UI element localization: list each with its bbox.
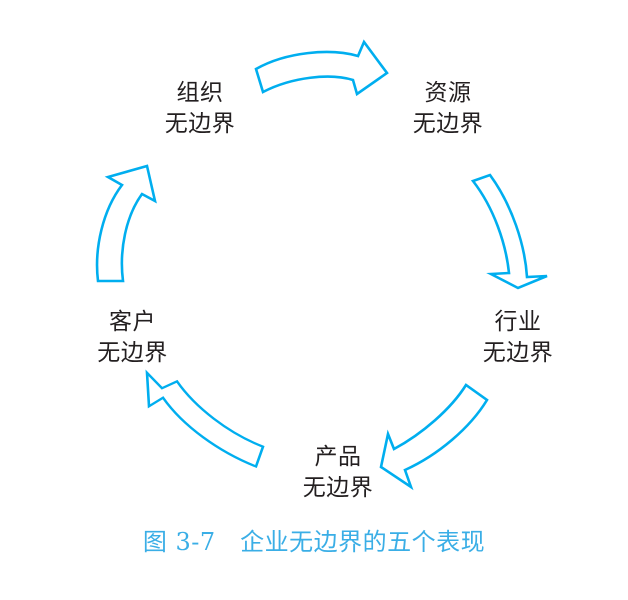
node-organization-line2: 无边界 xyxy=(164,110,236,137)
arrow-product-to-customer-icon xyxy=(145,369,265,469)
node-label-resource: 资源 无边界 xyxy=(368,78,528,139)
arrow-organization-to-resource-icon xyxy=(254,39,389,97)
arrow-industry-to-product-icon xyxy=(379,383,489,491)
node-product-line2: 无边界 xyxy=(302,474,374,501)
node-label-industry: 行业 无边界 xyxy=(443,307,593,368)
node-resource-line2: 无边界 xyxy=(412,110,484,137)
node-industry-line2: 无边界 xyxy=(482,339,554,366)
figure-caption: 图 3-7 企业无边界的五个表现 xyxy=(142,528,486,556)
node-label-customer: 客户 无边界 xyxy=(55,307,210,368)
node-resource-line1: 资源 xyxy=(424,80,472,106)
node-industry-line1: 行业 xyxy=(494,309,542,335)
node-customer-line2: 无边界 xyxy=(97,339,168,366)
node-label-organization: 组织 无边界 xyxy=(120,78,280,139)
node-product-line1: 产品 xyxy=(314,444,362,470)
arrow-customer-to-organization-icon xyxy=(95,164,157,283)
node-label-product: 产品 无边界 xyxy=(263,442,413,503)
arrow-resource-to-industry-icon xyxy=(470,173,548,290)
node-organization-line1: 组织 xyxy=(176,80,224,106)
node-customer-line1: 客户 xyxy=(109,309,156,335)
